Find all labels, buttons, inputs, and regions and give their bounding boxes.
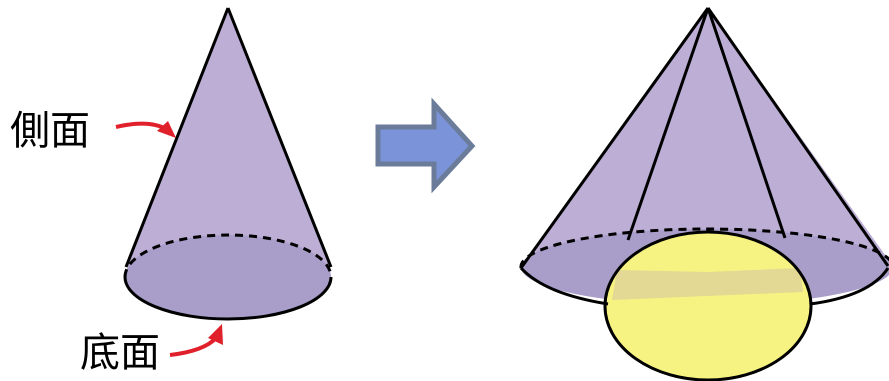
left-cone-base-visible-edge xyxy=(123,276,333,321)
disc-overlay-shade xyxy=(612,268,803,300)
left-cone-base-surface xyxy=(125,235,331,319)
right-cone-base-front-right xyxy=(809,267,889,306)
right-cone-fold-line-left xyxy=(626,7,710,241)
label-base-surface: 底面 xyxy=(80,330,160,376)
left-cone-slant-left xyxy=(124,7,230,268)
right-cone-base-front-left xyxy=(519,266,609,306)
left-cone-slant-right xyxy=(226,7,333,268)
side-surface-arrowhead xyxy=(157,121,176,138)
base-surface-arrowhead xyxy=(208,324,223,345)
unfolded-base-disc-outline xyxy=(603,230,813,381)
right-cone-slant-right xyxy=(706,7,889,267)
left-cone-side-surface xyxy=(126,8,331,267)
right-cone-side-surface xyxy=(521,8,889,305)
base-surface-leader-arrow xyxy=(169,336,218,357)
transform-arrow-icon xyxy=(375,97,476,194)
left-cone xyxy=(123,7,333,321)
right-cone-slant-left xyxy=(519,7,710,269)
left-cone-base-hidden-edge xyxy=(123,233,333,278)
right-cone-fold-line-right xyxy=(706,7,787,239)
right-cone xyxy=(519,7,889,381)
unfolded-base-disc xyxy=(605,232,811,380)
label-side-surface: 側面 xyxy=(10,108,90,154)
